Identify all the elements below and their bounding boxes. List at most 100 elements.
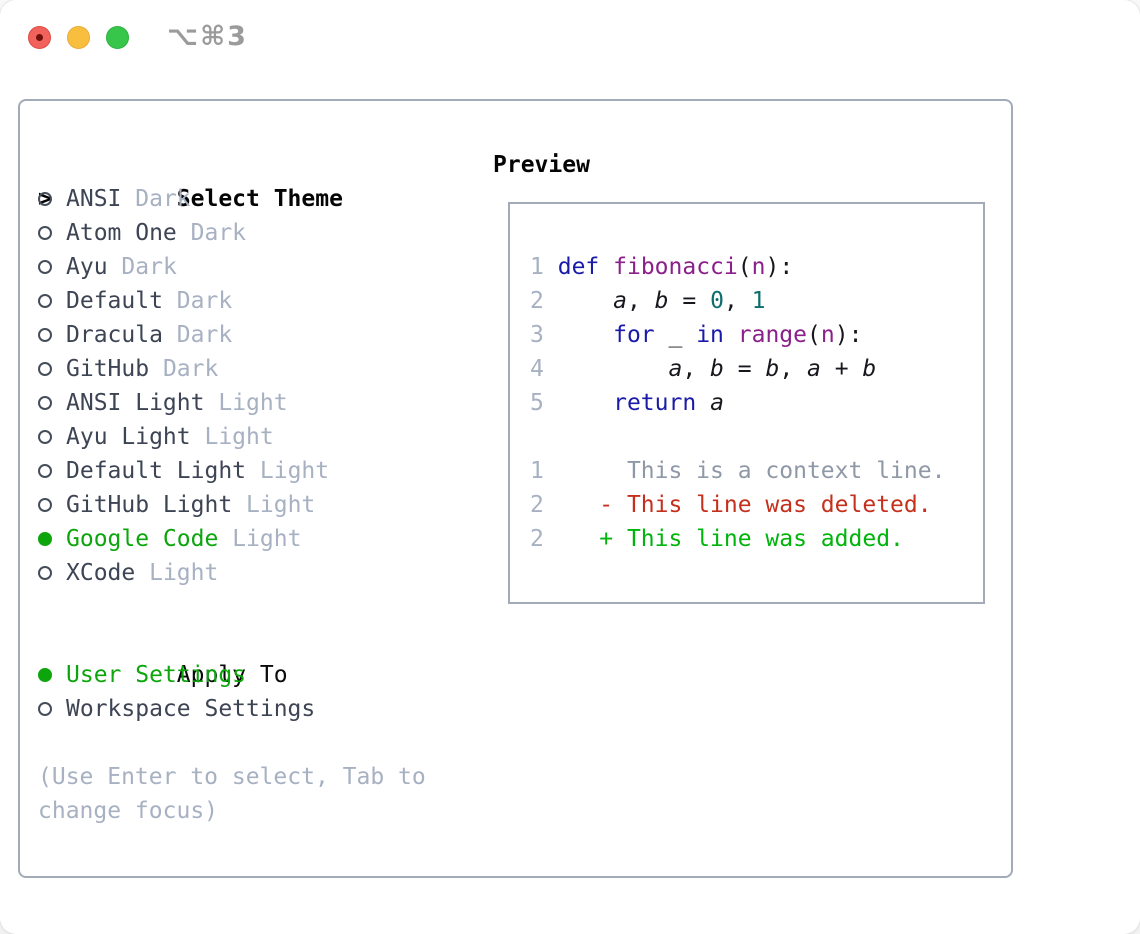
radio-icon <box>38 396 52 410</box>
theme-variant-badge: Dark <box>176 322 233 348</box>
code-token <box>696 390 710 416</box>
theme-option[interactable]: Default Light Light <box>38 454 426 488</box>
theme-name: Ayu Light <box>66 424 191 450</box>
theme-name: Dracula <box>66 322 163 348</box>
theme-variant-badge: Light <box>149 560 219 586</box>
code-token: , <box>779 356 808 382</box>
theme-option[interactable]: Google Code Light <box>38 522 426 556</box>
code-token: + <box>820 356 863 382</box>
theme-name: Google Code <box>66 526 219 552</box>
theme-option[interactable]: ANSI Light Light <box>38 386 426 420</box>
code-token: def <box>557 254 600 280</box>
code-token: n <box>820 322 835 348</box>
code-token: a <box>807 356 821 382</box>
code-token <box>724 322 738 348</box>
code-token: , <box>626 288 655 314</box>
help-text-line-1: (Use Enter to select, Tab to <box>38 764 426 790</box>
theme-variant-badge: Dark <box>162 356 219 382</box>
code-token <box>599 254 613 280</box>
theme-variant-badge: Dark <box>176 288 233 314</box>
radio-icon <box>38 566 52 580</box>
radio-icon <box>38 328 52 342</box>
window-title: ⌥⌘3 <box>167 21 248 52</box>
code-token: a <box>613 288 627 314</box>
code-token: = <box>723 356 766 382</box>
line-number: 1 <box>530 254 544 280</box>
code-line: 5 return a <box>530 386 983 420</box>
code-token: in <box>696 322 724 348</box>
code-token: b <box>765 356 780 382</box>
theme-variant-badge: Light <box>246 492 316 518</box>
code-line: 1 def fibonacci(n): <box>530 250 983 284</box>
radio-icon <box>38 226 52 240</box>
preview-title: Preview <box>493 152 590 178</box>
theme-option[interactable]: Atom One Dark <box>38 216 426 250</box>
theme-option[interactable]: GitHub Dark <box>38 352 426 386</box>
radio-icon <box>38 260 52 274</box>
theme-option[interactable]: Ayu Light Light <box>38 420 426 454</box>
diff-text: This is a context line. <box>543 458 946 484</box>
code-token: b <box>710 356 724 382</box>
line-number: 2 <box>530 288 544 314</box>
code-token: for <box>613 322 655 348</box>
theme-variant-badge: Dark <box>135 186 191 212</box>
code-token: a <box>668 356 683 382</box>
code-token: , <box>682 356 711 382</box>
zoom-button[interactable] <box>106 26 129 49</box>
minimize-button[interactable] <box>67 26 90 49</box>
radio-icon <box>38 192 52 206</box>
apply-to-option[interactable]: Workspace Settings <box>38 692 426 726</box>
apply-to-option[interactable]: User Settings <box>38 658 426 692</box>
radio-icon <box>38 430 52 444</box>
diff-text: - This line was deleted. <box>543 492 932 518</box>
code-token: range <box>737 322 808 348</box>
code-token <box>544 254 558 280</box>
help-text-line-2: change focus) <box>38 798 219 824</box>
apply-to-header: Apply To <box>38 624 426 688</box>
code-token: n <box>751 254 766 280</box>
apply-to-title: Apply To <box>176 662 288 688</box>
code-token <box>544 288 613 314</box>
theme-option[interactable]: Dracula Dark <box>38 318 426 352</box>
theme-variant-badge: Light <box>232 526 302 552</box>
diff-line: 2 + This line was added. <box>530 522 983 556</box>
theme-option[interactable]: Ayu Dark <box>38 250 426 284</box>
theme-option[interactable]: GitHub Light Light <box>38 488 426 522</box>
selected-radio-icon <box>38 668 52 682</box>
radio-icon <box>38 498 52 512</box>
theme-variant-badge: Dark <box>190 220 247 246</box>
radio-icon <box>38 294 52 308</box>
code-token <box>544 390 613 416</box>
theme-name: GitHub <box>66 356 150 382</box>
theme-variant-badge: Light <box>218 390 288 416</box>
theme-option[interactable]: XCode Light <box>38 556 426 590</box>
code-token: ( <box>737 254 752 280</box>
apply-to-name: Workspace Settings <box>66 696 316 722</box>
code-line: 4 a, b = b, a + b <box>530 352 983 386</box>
code-token: fibonacci <box>613 254 738 280</box>
line-number: 2 <box>530 526 544 552</box>
close-button[interactable] <box>28 26 51 49</box>
titlebar: ⌥⌘3 <box>0 0 1140 74</box>
apply-to-name: User Settings <box>66 662 247 688</box>
theme-name: Atom One <box>66 220 177 246</box>
code-token: b <box>862 356 877 382</box>
code-token: 0 <box>710 288 724 314</box>
selected-radio-icon <box>38 532 52 546</box>
theme-name: Ayu <box>66 254 108 280</box>
code-token: ): <box>834 322 863 348</box>
code-line: 2 a, b = 0, 1 <box>530 284 983 318</box>
line-number: 5 <box>530 390 544 416</box>
theme-option[interactable]: Default Dark <box>38 284 426 318</box>
spacer <box>38 726 426 760</box>
theme-name: ANSI <box>66 186 122 212</box>
theme-option[interactable]: ANSI Dark <box>38 182 426 216</box>
diff-line: 2 - This line was deleted. <box>530 488 983 522</box>
diff-line: 1 This is a context line. <box>530 454 983 488</box>
code-token: ( <box>807 322 821 348</box>
